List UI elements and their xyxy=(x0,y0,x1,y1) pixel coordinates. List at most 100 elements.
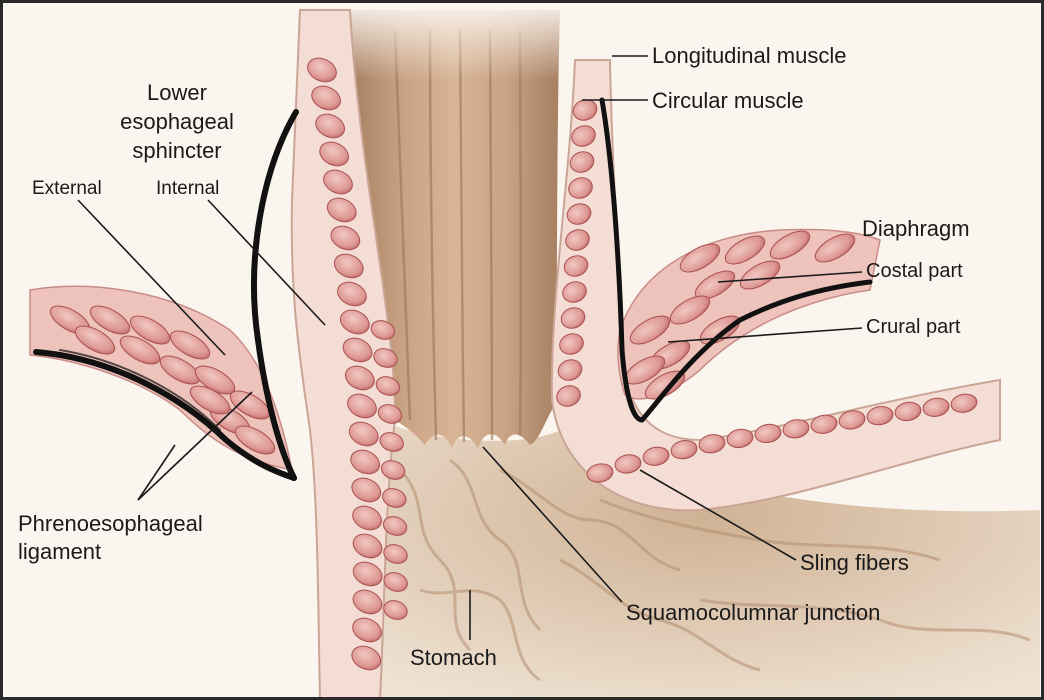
muscle-bundle xyxy=(562,281,587,303)
muscle-bundle xyxy=(810,414,838,434)
muscle-bundle xyxy=(950,393,978,413)
leader-sling xyxy=(639,469,797,561)
muscle-bundle xyxy=(739,260,781,290)
label-phrenoesophageal-ligament: Phrenoesophageal ligament xyxy=(18,510,280,566)
muscle-bundle xyxy=(129,315,171,345)
muscle-bundle xyxy=(352,505,382,531)
muscle-bundle xyxy=(670,439,698,460)
muscle-bundle xyxy=(380,460,406,480)
esophageal-lumen xyxy=(350,10,560,448)
muscle-bundle xyxy=(614,454,642,474)
muscle-bundle xyxy=(698,434,726,454)
muscle-bundle xyxy=(351,645,382,671)
muscle-bundle xyxy=(754,423,782,444)
label-les-line2: esophageal xyxy=(120,109,234,134)
muscle-bundle xyxy=(347,393,377,419)
muscle-bundle xyxy=(189,385,231,415)
label-stomach: Stomach xyxy=(410,645,497,670)
leader-costal xyxy=(717,271,863,283)
muscle-bundle xyxy=(234,425,276,455)
muscle-bundle xyxy=(724,235,766,265)
muscle-bundle xyxy=(894,401,922,422)
muscle-bundle xyxy=(333,253,364,279)
muscle-bundle xyxy=(377,404,403,424)
left-diaphragm-bundles xyxy=(49,305,276,455)
muscle-bundle xyxy=(159,355,201,385)
muscle-bundle xyxy=(74,325,116,355)
muscle-bundle xyxy=(382,488,407,508)
muscle-bundle xyxy=(319,141,349,167)
muscle-bundle xyxy=(565,229,590,251)
muscle-bundle xyxy=(89,305,131,335)
muscle-bundle xyxy=(119,335,161,365)
muscle-bundle xyxy=(838,410,866,430)
muscle-bundle xyxy=(307,57,337,83)
muscle-bundle xyxy=(679,243,721,273)
muscle-bundle xyxy=(383,572,408,592)
muscle-bundle xyxy=(566,203,592,225)
muscle-bundle xyxy=(352,589,383,615)
label-diaphragm: Diaphragm xyxy=(862,216,970,241)
leader-squamo xyxy=(482,446,623,603)
muscle-bundle xyxy=(370,320,396,340)
muscle-bundle xyxy=(326,197,357,223)
muscle-bundle xyxy=(375,376,401,396)
muscle-bundle xyxy=(383,600,408,620)
muscle-bundle xyxy=(669,295,711,325)
leader-phreno-1 xyxy=(137,444,176,501)
muscle-bundle xyxy=(572,99,598,121)
label-costal-part: Costal part xyxy=(866,260,963,282)
muscle-bundle xyxy=(351,477,382,503)
muscle-bundle xyxy=(352,617,382,643)
muscle-bundle xyxy=(373,348,398,368)
label-lower-esophageal-sphincter: Lower esophageal sphincter xyxy=(92,78,262,165)
muscle-bundle xyxy=(345,365,375,391)
muscle-bundle xyxy=(337,281,367,307)
muscle-bundle xyxy=(769,230,811,260)
leader-phreno-2 xyxy=(137,391,253,501)
muscle-bundle xyxy=(922,397,950,417)
label-phreno-line1: Phrenoesophageal xyxy=(18,511,203,536)
muscle-bundle xyxy=(814,233,856,263)
muscle-bundle xyxy=(315,113,346,139)
label-phreno-line2: ligament xyxy=(18,539,102,564)
label-les-line1: Lower xyxy=(147,80,207,105)
label-squamocolumnar-junction: Squamocolumnar junction xyxy=(626,600,881,625)
muscle-bundle xyxy=(586,463,614,483)
muscle-bundle xyxy=(694,270,736,300)
muscle-bundle xyxy=(563,255,589,277)
label-external: External xyxy=(32,178,102,199)
phrenoesophageal-ligament-right xyxy=(599,97,873,423)
muscle-bundle xyxy=(352,533,383,559)
label-crural-part: Crural part xyxy=(866,316,961,338)
leader-crural xyxy=(667,327,863,343)
label-circular-muscle: Circular muscle xyxy=(652,88,804,113)
leader-internal xyxy=(207,199,326,326)
muscle-bundle xyxy=(557,359,583,381)
label-les-line3: sphincter xyxy=(132,138,222,163)
muscle-bundle xyxy=(642,446,670,466)
muscle-bundle xyxy=(323,169,353,195)
muscle-bundle xyxy=(866,405,894,426)
muscle-bundle xyxy=(229,390,271,420)
muscle-bundle xyxy=(568,177,593,199)
muscle-bundle xyxy=(560,307,586,329)
label-longitudinal-muscle: Longitudinal muscle xyxy=(652,43,847,68)
muscle-bundle xyxy=(352,561,383,587)
muscle-bundle xyxy=(571,125,596,147)
left-wall-muscle-bundles xyxy=(307,57,408,671)
muscle-bundle xyxy=(379,432,404,452)
muscle-bundle xyxy=(169,330,211,360)
muscle-bundle xyxy=(569,151,595,173)
leader-lines xyxy=(77,55,863,640)
muscle-bundle xyxy=(342,337,373,363)
muscle-bundle xyxy=(782,419,810,439)
label-sling-fibers: Sling fibers xyxy=(800,550,909,575)
right-wall-muscle-bundles xyxy=(556,99,978,483)
muscle-bundle xyxy=(350,449,381,475)
muscle-bundle xyxy=(556,385,581,407)
muscle-bundle xyxy=(383,544,408,564)
muscle-bundle xyxy=(382,516,408,536)
